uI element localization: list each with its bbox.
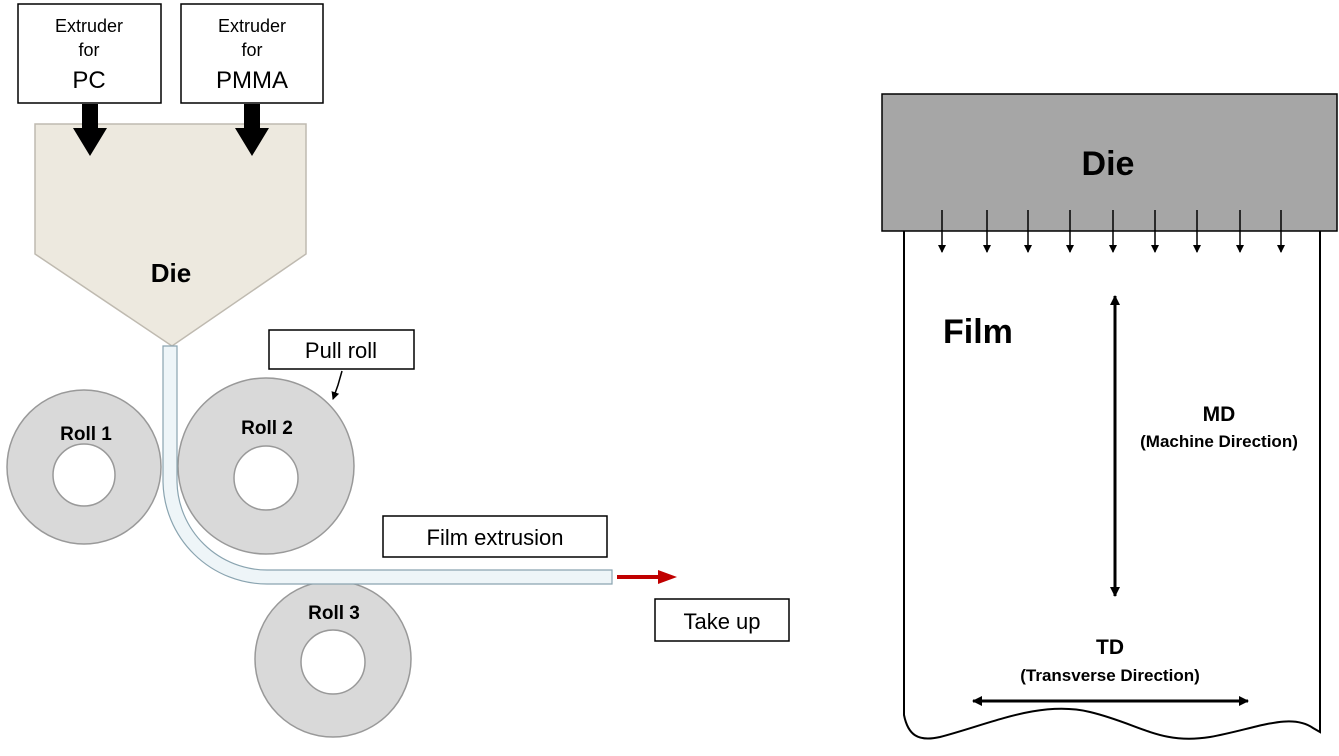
take-up-callout: Take up bbox=[654, 598, 790, 642]
td-label: TD bbox=[1096, 636, 1124, 659]
film-extrusion-callout: Film extrusion bbox=[382, 515, 608, 558]
feed-arrow-pc bbox=[73, 104, 107, 156]
roll-1: Roll 1 bbox=[6, 389, 162, 545]
take-up-arrow bbox=[617, 570, 677, 584]
md-label: MD bbox=[1203, 403, 1236, 426]
extruder-pmma-line3: PMMA bbox=[216, 67, 288, 94]
roll-2: Roll 2 bbox=[177, 377, 355, 555]
film-extrusion-label: Film extrusion bbox=[427, 525, 564, 550]
pull-roll-callout: Pull roll bbox=[268, 329, 415, 400]
roll-3-label: Roll 3 bbox=[308, 603, 360, 624]
extruder-pc-line3: PC bbox=[72, 67, 105, 94]
extruder-pc-line2: for bbox=[78, 40, 99, 60]
roll-2-label: Roll 2 bbox=[241, 418, 293, 439]
extruder-pc-box: Extruder for PC bbox=[17, 3, 162, 104]
roll-3: Roll 3 bbox=[254, 580, 412, 738]
die-outflow-arrows bbox=[938, 210, 1285, 253]
extruder-pc-line1: Extruder bbox=[55, 16, 123, 36]
die-right-label: Die bbox=[1082, 145, 1135, 183]
film-path bbox=[162, 345, 613, 585]
die-left-shape bbox=[34, 123, 307, 347]
feed-arrow-pmma bbox=[235, 104, 269, 156]
die-left-label: Die bbox=[151, 258, 191, 288]
roll-1-label: Roll 1 bbox=[60, 424, 112, 445]
take-up-label: Take up bbox=[683, 609, 760, 634]
film-sheet bbox=[903, 230, 1321, 740]
extruder-pmma-line1: Extruder bbox=[218, 16, 286, 36]
extruder-pmma-box: Extruder for PMMA bbox=[180, 3, 324, 104]
film-label: Film bbox=[943, 313, 1013, 351]
td-sub-label: (Transverse Direction) bbox=[1020, 666, 1200, 685]
pull-roll-label: Pull roll bbox=[305, 338, 377, 363]
extruder-pmma-line2: for bbox=[241, 40, 262, 60]
die-right-shape bbox=[881, 93, 1338, 232]
md-sub-label: (Machine Direction) bbox=[1140, 432, 1298, 451]
